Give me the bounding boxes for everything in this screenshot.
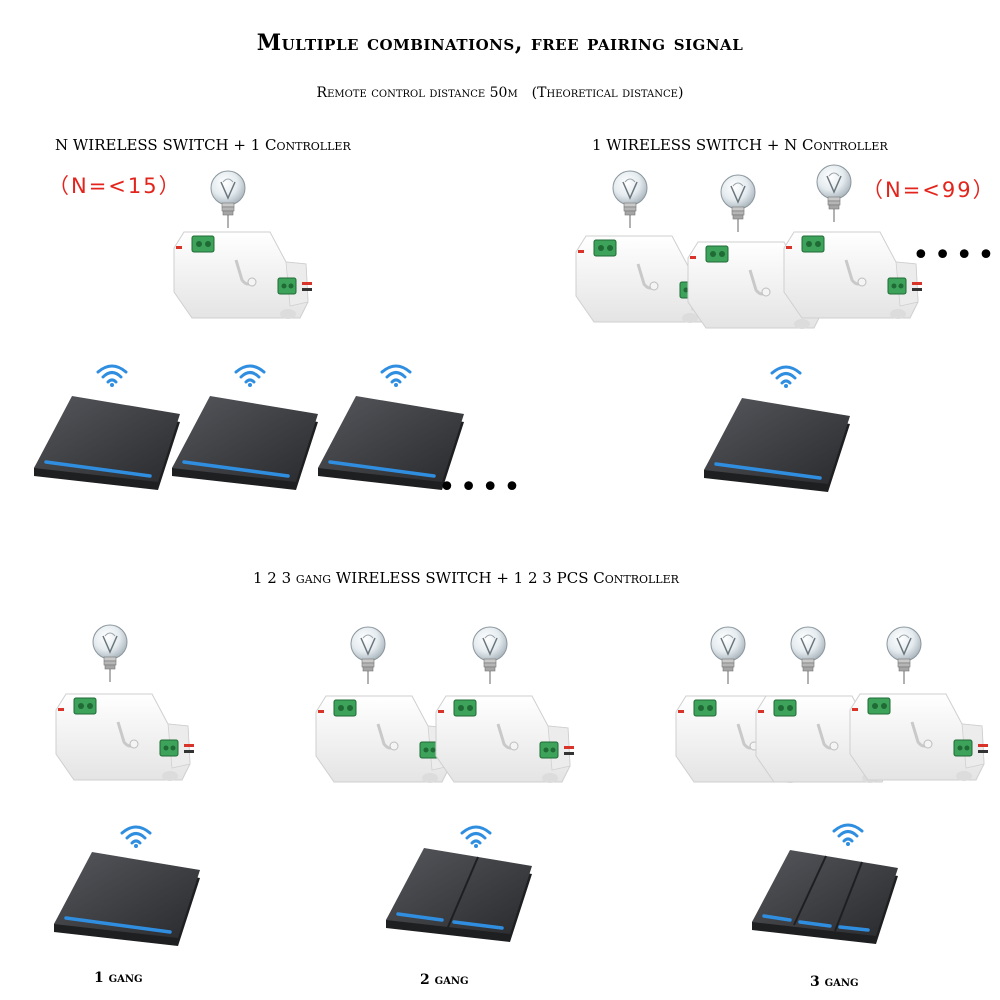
receiver-module-icon xyxy=(170,222,320,332)
light-bulb-icon xyxy=(718,172,758,232)
scenario-1-to-n-label: 1 WIRELESS SWITCH + N Controller xyxy=(592,136,888,154)
gang-label-1: 1 gang xyxy=(94,970,143,986)
receiver-module-icon xyxy=(846,684,996,794)
scenario-gang-label: 1 2 3 gang WIRELESS SWITCH + 1 2 3 PCS C… xyxy=(253,569,679,587)
receiver-module-icon xyxy=(432,686,582,796)
wall-switch-panel-icon xyxy=(170,390,320,500)
wifi-signal-icon xyxy=(770,364,802,388)
scenario-n-to-1-limit: （N=<15） xyxy=(48,174,182,198)
light-bulb-icon xyxy=(610,168,650,228)
light-bulb-icon xyxy=(884,624,924,684)
light-bulb-icon xyxy=(208,168,248,228)
receiver-module-icon xyxy=(52,684,202,794)
receiver-module-icon xyxy=(780,222,930,332)
wifi-signal-icon xyxy=(380,363,412,387)
light-bulb-icon xyxy=(708,624,748,684)
wifi-signal-icon xyxy=(832,822,864,846)
page-subtitle: Remote control distance 50m (Theoretical… xyxy=(316,85,684,101)
scenario-1-to-n-limit: （N=<99） xyxy=(862,178,996,202)
wifi-signal-icon xyxy=(96,363,128,387)
more-controllers-ellipsis: •••• xyxy=(912,238,999,273)
light-bulb-icon xyxy=(348,624,388,684)
gang-label-2: 2 gang xyxy=(420,972,469,988)
light-bulb-icon xyxy=(470,624,510,684)
page-title: Multiple combinations, free pairing sign… xyxy=(256,30,744,56)
gang-label-3: 3 gang xyxy=(810,974,859,990)
more-switches-ellipsis: •••• xyxy=(438,470,525,505)
wall-switch-panel-icon xyxy=(52,846,202,956)
wall-switch-panel-icon xyxy=(384,842,534,952)
scenario-n-to-1-label: N WIRELESS SWITCH + 1 Controller xyxy=(55,136,351,154)
wall-switch-panel-icon xyxy=(32,390,182,500)
wifi-signal-icon xyxy=(234,363,266,387)
wifi-signal-icon xyxy=(120,824,152,848)
wall-switch-panel-icon xyxy=(750,844,900,954)
light-bulb-icon xyxy=(90,622,130,682)
light-bulb-icon xyxy=(788,624,828,684)
light-bulb-icon xyxy=(814,162,854,222)
wall-switch-panel-icon xyxy=(702,392,852,502)
